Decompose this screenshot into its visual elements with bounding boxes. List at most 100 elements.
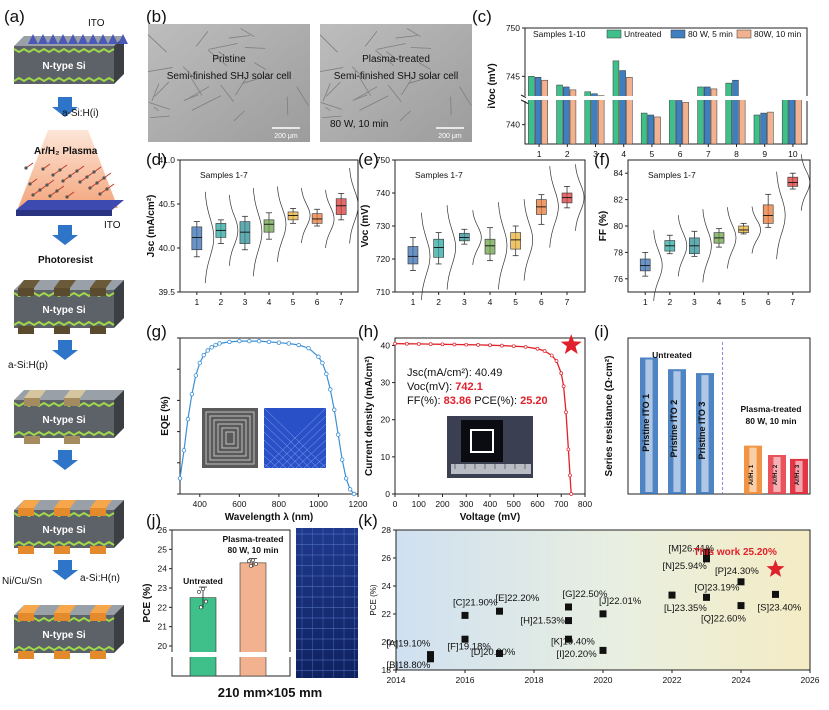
grain-boundary <box>375 49 395 66</box>
d-density <box>325 189 335 249</box>
j-sample-point <box>199 605 203 610</box>
grain-boundary <box>228 35 251 39</box>
grain-boundary <box>325 106 331 112</box>
block-1-asi-front <box>13 47 115 54</box>
c-legend-label: 80 W, 5 min <box>688 29 733 39</box>
block-1-pyramid <box>38 34 48 44</box>
g-inset-grid <box>205 411 255 465</box>
h-inset-frame <box>470 429 494 453</box>
label-photoresist: Photoresist <box>38 255 94 266</box>
d-xtick: 4 <box>267 297 272 307</box>
k-point-label: [B]18.80% <box>387 660 431 671</box>
block-1-pyramid <box>108 34 118 44</box>
g-inset-line <box>319 463 327 469</box>
j-ytick: 23 <box>158 583 168 593</box>
plasma-atom <box>92 170 96 174</box>
k-point-label: [N]25.94% <box>663 561 708 572</box>
h-ff-label: FF(%): 83.86 PCE(%): 25.20 <box>407 395 548 407</box>
grain-boundary <box>190 76 203 96</box>
f-density <box>677 215 688 277</box>
j-ytick: 21 <box>158 622 168 632</box>
k-point <box>496 649 503 657</box>
grain-boundary <box>401 78 413 96</box>
g-y-axis-label: EQE (%) <box>160 396 171 435</box>
block-5-label: N-type Si <box>42 630 86 641</box>
block-3-finger-back <box>24 436 40 444</box>
e-title: Samples 1-7 <box>415 170 463 180</box>
k-point <box>565 617 572 625</box>
h-jv-point <box>542 349 547 353</box>
d-density <box>277 186 287 263</box>
panel-label-a: (a) <box>4 7 25 26</box>
h-jv-line <box>394 342 572 495</box>
g-eqe-point <box>339 457 345 462</box>
k-point-label: [K]19.40% <box>551 636 595 647</box>
c-legend-swatch <box>670 29 686 39</box>
block-3-asi-back <box>13 430 115 437</box>
h-jv-point <box>569 492 574 496</box>
grain-boundary <box>208 49 227 66</box>
k-point-label: [H]21.53% <box>521 616 566 627</box>
g-inset-line <box>263 439 295 469</box>
f-density <box>653 230 663 302</box>
d-xtick: 5 <box>291 297 296 307</box>
d-xtick: 2 <box>219 297 224 307</box>
f-ytick: 78 <box>614 247 624 257</box>
label-ito: ITO <box>88 18 105 29</box>
grain-boundary <box>459 86 472 107</box>
label-asi-n: a-Si:H(n) <box>80 573 120 584</box>
block-4-asi-back <box>13 540 115 547</box>
k-this-work-label: This work 25.20% <box>694 547 777 558</box>
g-eqe-point <box>320 360 325 366</box>
k-point-label: [J]22.01% <box>599 596 642 607</box>
f-xtick: 1 <box>643 297 648 307</box>
e-xtick: 2 <box>436 297 441 307</box>
g-inset-line <box>287 431 327 469</box>
f-ytick: 84 <box>614 168 624 178</box>
g-eqe-point <box>181 448 187 453</box>
plasma-atom <box>28 182 32 186</box>
c-xtick: 10 <box>788 149 798 159</box>
label-asi-p: a-Si:H(p) <box>8 360 48 371</box>
grain-boundary <box>352 86 378 102</box>
h-jv-point <box>566 447 571 452</box>
grain-boundary <box>399 110 411 122</box>
g-eqe-point <box>256 338 262 344</box>
block-5-finger-front <box>90 613 106 621</box>
grain-boundary <box>220 84 235 102</box>
block-3-front <box>14 400 114 438</box>
h-star-marker <box>560 334 582 354</box>
k-point <box>703 555 710 563</box>
d-xtick: 3 <box>243 297 248 307</box>
plot-frame <box>171 529 291 677</box>
g-inset-line <box>263 463 271 469</box>
c-bar <box>612 60 620 145</box>
grain-boundary <box>395 35 418 39</box>
g-eqe-point <box>316 354 321 359</box>
c-break-mark <box>520 99 530 105</box>
grain-boundary <box>235 78 247 96</box>
plasma-atom <box>88 186 92 190</box>
k-point <box>599 610 607 618</box>
j-bar <box>239 562 267 677</box>
block-1-pyramid <box>88 34 98 44</box>
k-xtick: 2020 <box>594 675 613 685</box>
d-density <box>301 187 311 243</box>
i-bar-label: Pristine ITO 1 <box>641 394 651 452</box>
block-2-finger-back <box>54 326 70 334</box>
block-4-finger-front <box>18 508 34 516</box>
h-jv-point <box>511 344 516 349</box>
k-point-label: [P]24.30% <box>715 566 759 577</box>
k-point <box>427 651 434 659</box>
i-bar-highlight <box>795 460 803 492</box>
k-point <box>496 607 503 615</box>
e-box <box>459 232 470 242</box>
h-jv-point <box>523 345 528 349</box>
grain-boundary <box>450 96 452 116</box>
plot-frame <box>627 337 811 495</box>
h-ff-value: 83.86 <box>444 395 472 407</box>
c-title: Samples 1-10 <box>533 29 586 39</box>
grain-boundary <box>319 67 344 73</box>
